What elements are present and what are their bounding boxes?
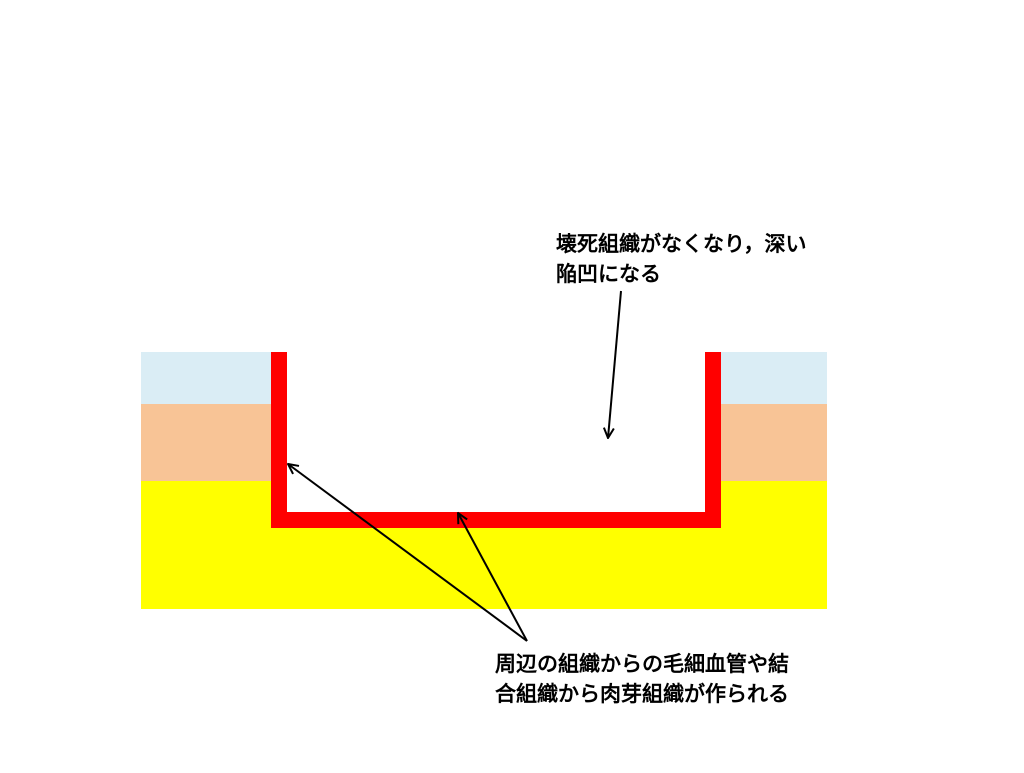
granulation-formation-label-line2: 合組織から肉芽組織が作られる <box>495 682 789 706</box>
necrosis-removed-label-line2: 陥凹になる <box>556 262 661 286</box>
arrow-to-left-wall <box>288 464 528 642</box>
granulation-right-wall <box>705 352 721 528</box>
left-epidermis-layer <box>141 352 271 404</box>
necrosis-removed-label: 壊死組織がなくなり，深い 陥凹になる <box>556 229 807 289</box>
granulation-left-wall <box>271 352 287 528</box>
granulation-floor <box>271 512 721 528</box>
arrow-to-floor <box>458 513 528 642</box>
right-dermis-layer <box>721 404 827 481</box>
granulation-formation-label: 周辺の組織からの毛細血管や結 合組織から肉芽組織が作られる <box>495 649 789 709</box>
granulation-formation-label-line1: 周辺の組織からの毛細血管や結 <box>495 652 789 676</box>
right-subcutis-layer <box>721 481 827 609</box>
right-epidermis-layer <box>721 352 827 404</box>
necrosis-removed-label-line1: 壊死組織がなくなり，深い <box>556 232 807 256</box>
wound-base-subcutis <box>271 528 721 609</box>
left-subcutis-layer <box>141 481 271 609</box>
left-dermis-layer <box>141 404 271 481</box>
arrow-to-wound-cavity <box>608 290 622 438</box>
